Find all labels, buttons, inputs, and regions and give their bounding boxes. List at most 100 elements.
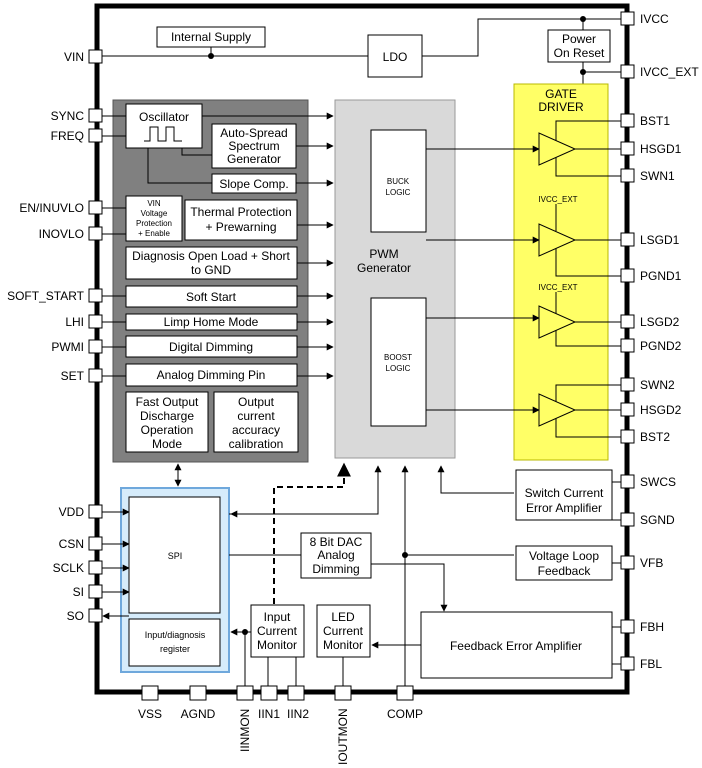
- buck-logic-line-2: LOGIC: [386, 188, 411, 197]
- pin-label-ioutmon: IOUTMON: [336, 708, 350, 765]
- pin-pad-comp: [396, 685, 414, 701]
- pin-pad-vfb: [620, 555, 635, 570]
- pin-pad-bst1: [620, 113, 635, 128]
- pin-label-inovlo: INOVLO: [39, 227, 84, 241]
- boost-logic-block: [370, 297, 427, 427]
- feedback-error-amp-block: [420, 611, 613, 679]
- por-line-1: Power: [562, 32, 596, 46]
- pin-label-fbl: FBL: [640, 657, 662, 671]
- thermal-line-1: Thermal Protection: [190, 205, 291, 219]
- fast-output-line-3: Operation: [141, 423, 194, 437]
- pin-pad-ivcc-ext: [620, 64, 635, 79]
- output-current-line-1: Output: [238, 395, 275, 409]
- pin-pad-iin2: [287, 685, 305, 701]
- pin-label-so: SO: [67, 609, 84, 623]
- pin-pad-sgnd: [620, 512, 635, 527]
- diagnosis-line-2: to GND: [191, 263, 231, 277]
- pin-label-comp: COMP: [387, 707, 423, 721]
- pin-pad-agnd: [189, 685, 207, 701]
- pin-pad-lhi: [88, 314, 103, 329]
- pin-label-lhi: LHI: [65, 315, 84, 329]
- led-monitor-line-3: Monitor: [323, 638, 363, 652]
- pin-label-lsgd1: LSGD1: [640, 233, 680, 247]
- ldo-label: LDO: [383, 50, 408, 64]
- pin-pad-soft-start: [88, 288, 103, 303]
- pin-label-iinmon: IINMON: [238, 709, 252, 752]
- buck-logic-block: [370, 129, 427, 233]
- pin-pad-en-inuvlo: [88, 200, 103, 215]
- pin-pad-vss: [141, 685, 159, 701]
- pin-pad-inovlo: [88, 226, 103, 241]
- input-current-monitor-block: [250, 604, 305, 658]
- pin-pad-pwmi: [88, 339, 103, 354]
- fast-output-line-4: Mode: [152, 437, 182, 451]
- internal-supply-label: Internal Supply: [171, 30, 251, 44]
- slope-comp-label: Slope Comp.: [219, 177, 288, 191]
- pin-label-sync: SYNC: [51, 109, 85, 123]
- voltage-loop-line-1: Voltage Loop: [529, 549, 599, 563]
- thermal-line-2: + Prewarning: [205, 220, 276, 234]
- oscillator-label: Oscillator: [139, 110, 189, 124]
- pin-label-sclk: SCLK: [53, 561, 84, 575]
- pin-label-bst2: BST2: [640, 430, 670, 444]
- pin-label-vdd: VDD: [59, 505, 85, 519]
- switch-amp-line-1: Switch Current: [525, 486, 604, 500]
- pin-pad-iinmon: [236, 685, 254, 701]
- pin-pad-iin1: [260, 685, 278, 701]
- dac-line-1: 8 Bit DAC: [310, 535, 363, 549]
- ivcc-ext-label-1: IVCC_EXT: [538, 195, 577, 204]
- pin-label-lsgd2: LSGD2: [640, 315, 680, 329]
- fast-output-line-2: Discharge: [140, 409, 194, 423]
- pin-pad-hsgd1: [620, 141, 635, 156]
- diagnosis-line-1: Diagnosis Open Load + Short: [132, 249, 290, 263]
- power-on-reset-block: [547, 29, 611, 63]
- pin-pad-fbh: [620, 619, 635, 634]
- pwm-gen-line-2: Generator: [357, 261, 411, 275]
- pin-pad-freq: [88, 128, 103, 143]
- pin-label-en-inuvlo: EN/INUVLO: [19, 201, 84, 215]
- limp-home-label: Limp Home Mode: [164, 315, 259, 329]
- led-monitor-line-2: Current: [323, 624, 364, 638]
- voltage-loop-line-2: Feedback: [538, 564, 592, 578]
- pin-pad-hsgd2: [620, 402, 635, 417]
- pin-pad-fbl: [620, 656, 635, 671]
- dac-line-2: Analog: [317, 548, 354, 562]
- pin-label-iin2: IIN2: [287, 707, 309, 721]
- digital-dimming-label: Digital Dimming: [169, 340, 253, 354]
- auto-spread-line-1: Auto-Spread: [220, 126, 287, 140]
- pin-label-vss: VSS: [138, 707, 162, 721]
- pin-pad-pgnd2: [620, 338, 635, 353]
- dac-line-3: Dimming: [312, 562, 359, 576]
- input-monitor-line-2: Current: [257, 624, 298, 638]
- output-current-line-3: accuracy: [232, 423, 280, 437]
- pin-label-set: SET: [61, 369, 85, 383]
- pin-label-pwmi: PWMI: [51, 340, 84, 354]
- pin-pad-pgnd1: [620, 268, 635, 283]
- output-current-line-2: current: [237, 409, 275, 423]
- input-diag-line-2: register: [160, 644, 190, 654]
- pin-label-csn: CSN: [59, 537, 84, 551]
- pin-label-swcs: SWCS: [640, 475, 676, 489]
- led-current-monitor-block: [316, 604, 371, 658]
- pin-label-bst1: BST1: [640, 114, 670, 128]
- por-line-2: On Reset: [554, 46, 605, 60]
- pin-label-hsgd2: HSGD2: [640, 403, 682, 417]
- pin-pad-vdd: [88, 504, 103, 519]
- input-monitor-line-1: Input: [264, 610, 291, 624]
- switch-current-amp-block: [515, 469, 613, 521]
- vin-prot-line-1: VIN: [147, 199, 161, 208]
- pin-label-ivcc: IVCC: [640, 12, 669, 26]
- pin-pad-swcs: [620, 474, 635, 489]
- analog-dimming-pin-block: [125, 363, 298, 387]
- pin-label-vfb: VFB: [640, 556, 663, 570]
- pin-label-pgnd2: PGND2: [640, 339, 682, 353]
- ivcc-ext-label-2: IVCC_EXT: [538, 283, 577, 292]
- voltage-loop-block: [515, 545, 613, 581]
- feedback-amp-label: Feedback Error Amplifier: [450, 639, 582, 653]
- pin-pad-sclk: [88, 560, 103, 575]
- thermal-protection-block: [184, 199, 298, 241]
- pin-pad-ioutmon: [334, 685, 352, 701]
- spi-block: [128, 496, 221, 614]
- input-diag-line-1: Input/diagnosis: [145, 630, 206, 640]
